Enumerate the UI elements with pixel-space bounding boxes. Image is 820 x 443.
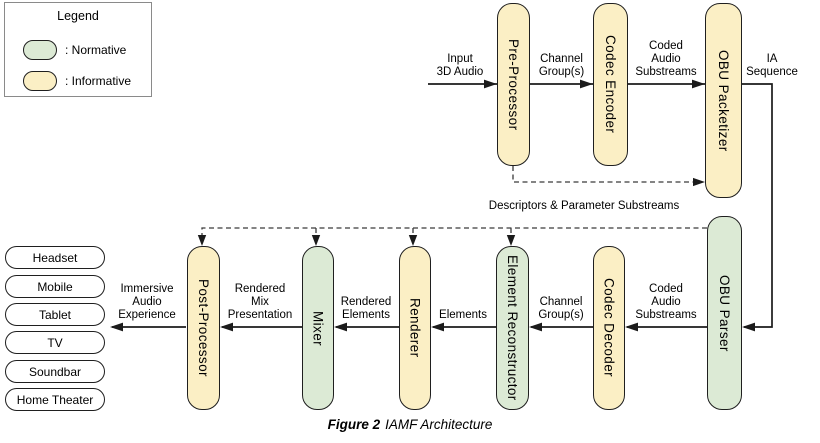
- label-ia-sequence: IA Sequence: [746, 53, 798, 78]
- device-tablet: Tablet: [5, 303, 105, 326]
- solid-connectors: [112, 83, 773, 328]
- node-element-reconstructor: Element Reconstructor: [496, 246, 529, 410]
- node-mixer-label: Mixer: [310, 310, 326, 346]
- label-coded-audio-bottom: Coded Audio Substreams: [635, 283, 697, 321]
- node-post-processor-label: Post-Processor: [196, 279, 211, 377]
- legend-informative-label: : Informative: [65, 74, 132, 88]
- device-headset: Headset: [5, 246, 105, 269]
- node-obu-parser-label: OBU Parser: [717, 274, 732, 352]
- node-pre-processor: Pre-Processor: [497, 3, 530, 166]
- informative-swatch-icon: [23, 71, 57, 91]
- dashed-connectors: [201, 166, 707, 236]
- label-descriptors-parameter-substreams: Descriptors & Parameter Substreams: [488, 200, 680, 212]
- label-rendered-mix-presentation: Rendered Mix Presentation: [227, 283, 293, 321]
- label-immersive-audio-experience: Immersive Audio Experience: [118, 283, 176, 321]
- arrowhead-left-icon: [220, 322, 233, 332]
- node-codec-encoder: Codec Encoder: [593, 3, 628, 166]
- arrowhead-left-icon: [625, 322, 638, 332]
- node-obu-packetizer: OBU Packetizer: [705, 3, 742, 198]
- node-obu-parser: OBU Parser: [707, 216, 742, 410]
- arrow-packetizer-to-parser: [742, 83, 773, 328]
- node-codec-encoder-label: Codec Encoder: [603, 35, 618, 134]
- arrowhead-right-icon: [484, 79, 497, 89]
- node-codec-decoder-label: Codec Decoder: [601, 278, 617, 378]
- arrowhead-left-icon: [529, 322, 542, 332]
- arrowhead-right-icon: [693, 177, 705, 187]
- dashed-parser-to-postprocessor: [201, 227, 707, 236]
- arrowhead-down-icon: [311, 235, 321, 246]
- figure-title: IAMF Architecture: [385, 417, 493, 432]
- label-elements: Elements: [439, 309, 487, 321]
- arrowhead-down-icon: [408, 235, 418, 246]
- node-element-reconstructor-label: Element Reconstructor: [505, 255, 520, 401]
- arrowhead-left-icon: [431, 322, 444, 332]
- device-mobile: Mobile: [5, 275, 105, 298]
- node-mixer: Mixer: [302, 246, 334, 410]
- legend-title: Legend: [57, 9, 99, 23]
- device-home-theater: Home Theater: [5, 388, 105, 411]
- arrowhead-left-icon: [742, 322, 755, 332]
- normative-swatch-icon: [23, 40, 57, 60]
- legend-box: Legend : Normative : Informative: [4, 2, 152, 97]
- arrowhead-down-icon: [506, 235, 516, 246]
- label-input-3d-audio: Input 3D Audio: [436, 53, 484, 78]
- dashed-preprocessor-to-packetizer: [512, 166, 694, 183]
- label-rendered-elements: Rendered Elements: [340, 296, 392, 321]
- legend-normative-label: : Normative: [65, 43, 127, 57]
- node-obu-packetizer-label: OBU Packetizer: [716, 49, 731, 152]
- arrowhead-left-icon: [334, 322, 347, 332]
- label-channel-groups-top: Channel Group(s): [538, 53, 585, 78]
- node-renderer: Renderer: [399, 246, 431, 410]
- device-tv: TV: [5, 331, 105, 354]
- node-codec-decoder: Codec Decoder: [593, 246, 625, 410]
- label-channel-groups-bottom: Channel Group(s): [538, 296, 584, 321]
- node-pre-processor-label: Pre-Processor: [506, 38, 521, 131]
- figure-number: Figure 2: [327, 417, 381, 432]
- arrowhead-left-icon: [110, 322, 123, 332]
- arrowheads: [110, 79, 755, 332]
- label-coded-audio-top: Coded Audio Substreams: [635, 40, 697, 78]
- node-post-processor: Post-Processor: [187, 246, 220, 410]
- device-soundbar: Soundbar: [5, 360, 105, 383]
- figure-caption: Figure 2 IAMF Architecture: [0, 417, 820, 432]
- node-renderer-label: Renderer: [407, 298, 423, 358]
- arrowhead-right-icon: [692, 79, 705, 89]
- arrowhead-down-icon: [197, 235, 207, 246]
- arrowhead-right-icon: [580, 79, 593, 89]
